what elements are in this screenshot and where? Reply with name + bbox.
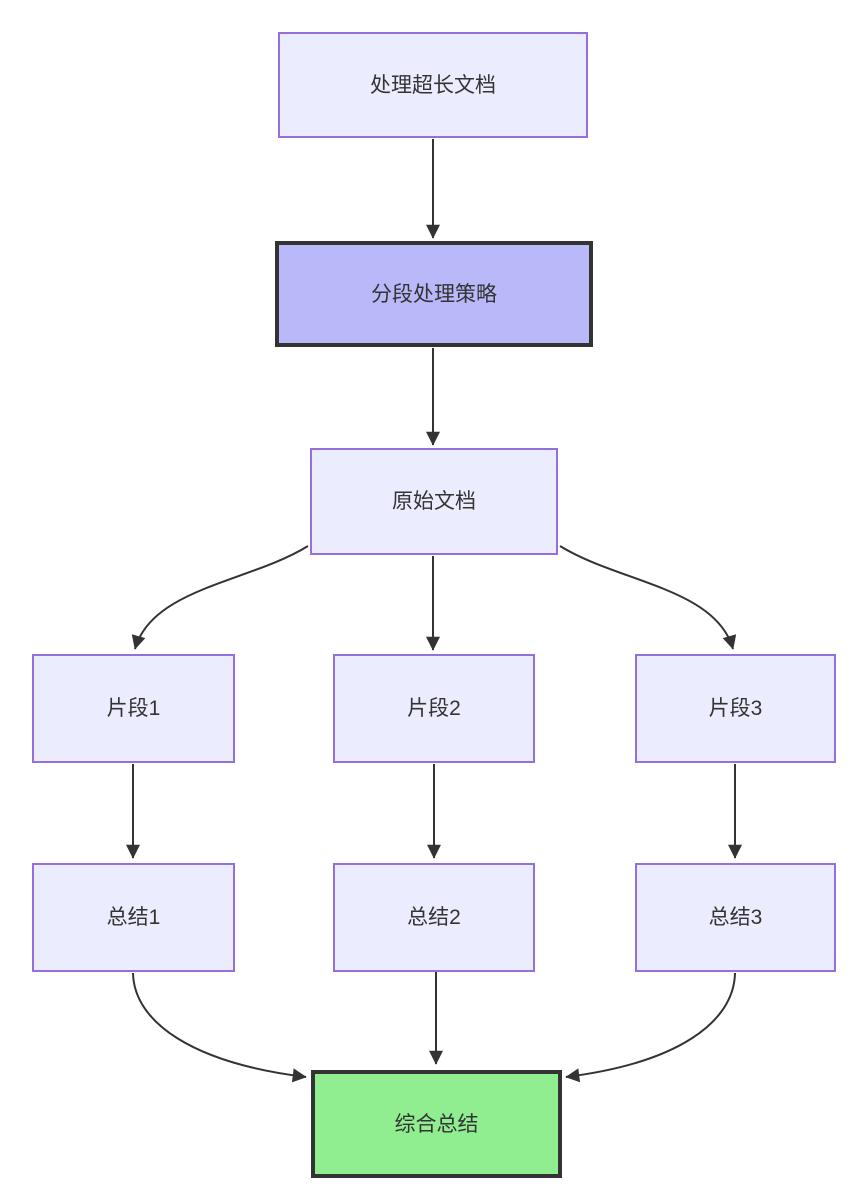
node-label: 处理超长文档 (370, 73, 496, 97)
node-original-document: 原始文档 (310, 448, 558, 555)
node-label: 片段3 (708, 697, 763, 720)
node-label: 片段2 (407, 697, 461, 720)
node-process-long-document: 处理超长文档 (278, 32, 588, 138)
node-fragment-2: 片段2 (333, 654, 535, 763)
node-summary-2: 总结2 (333, 863, 535, 972)
edge-summary3-to-combined (565, 972, 736, 1083)
node-summary-3: 总结3 (635, 863, 836, 972)
node-segmentation-strategy: 分段处理策略 (275, 241, 593, 347)
edge-original-to-fragment3 (559, 545, 737, 650)
node-label: 总结3 (708, 906, 763, 929)
edge-summary1-to-combined (132, 972, 307, 1083)
node-fragment-1: 片段1 (32, 654, 235, 763)
node-label: 分段处理策略 (371, 282, 497, 306)
node-combined-summary: 综合总结 (311, 1070, 562, 1178)
edge-original-to-fragment1 (131, 545, 309, 650)
node-label: 原始文档 (392, 490, 476, 513)
node-label: 综合总结 (394, 1112, 479, 1136)
node-label: 总结2 (407, 906, 461, 929)
node-summary-1: 总结1 (32, 863, 235, 972)
node-label: 总结1 (106, 906, 161, 929)
node-label: 片段1 (106, 697, 161, 720)
node-fragment-3: 片段3 (635, 654, 836, 763)
